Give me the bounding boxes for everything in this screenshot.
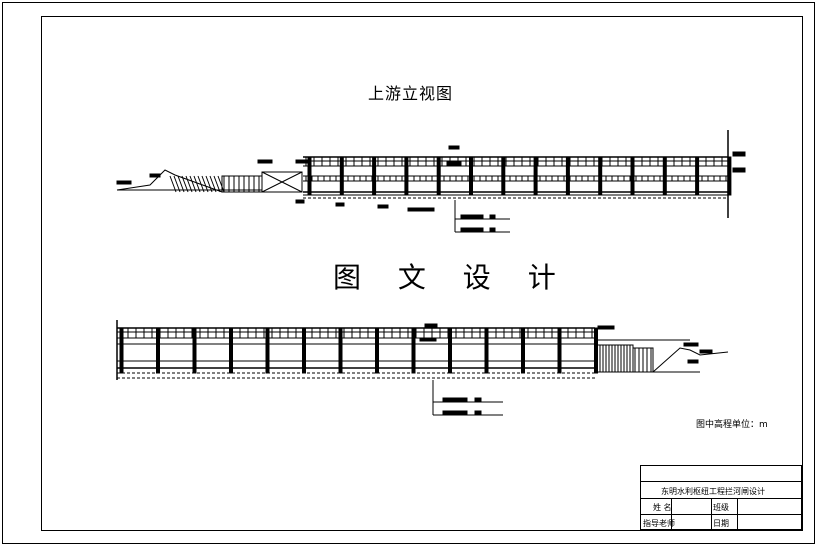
upstream-elevation-title: 上游立视图 bbox=[368, 84, 454, 103]
elevation-marker bbox=[699, 349, 713, 354]
elevation-marker bbox=[116, 180, 132, 185]
elevation-marker bbox=[407, 207, 435, 212]
pier bbox=[484, 327, 489, 374]
title-block-divider bbox=[737, 499, 738, 530]
pier bbox=[119, 327, 124, 374]
pier bbox=[372, 156, 377, 196]
pier bbox=[404, 156, 409, 196]
title-block-blank-row bbox=[641, 466, 801, 482]
pier bbox=[521, 327, 525, 374]
embankment-hatch bbox=[173, 175, 181, 193]
title-block-divider bbox=[671, 499, 672, 530]
note-bar bbox=[442, 397, 468, 402]
note-bar bbox=[460, 214, 484, 219]
pier bbox=[469, 156, 473, 196]
elevation-marker bbox=[257, 159, 273, 164]
pier bbox=[533, 156, 538, 196]
title-block-advisor-row: 指导老师 日期 bbox=[641, 515, 801, 530]
pier bbox=[265, 327, 270, 374]
elevation-marker bbox=[377, 204, 389, 209]
elevation-marker bbox=[687, 359, 699, 364]
elevation-marker bbox=[597, 325, 615, 330]
date-label: 日期 bbox=[713, 519, 729, 528]
embankment-hatch bbox=[177, 175, 185, 193]
elevation-marker bbox=[295, 159, 309, 164]
elevation-marker bbox=[149, 173, 161, 178]
embankment-hatch bbox=[197, 175, 205, 193]
embankment-hatch bbox=[205, 175, 213, 193]
embankment-hatch bbox=[209, 175, 217, 193]
pier bbox=[436, 156, 441, 196]
transition-section bbox=[261, 171, 303, 193]
title-block-name-row: 姓 名 班级 bbox=[641, 499, 801, 515]
downstream-elevation-view bbox=[116, 320, 729, 416]
upstream-elevation-view bbox=[116, 130, 746, 233]
left-embankment-profile bbox=[116, 169, 262, 193]
elevation-marker bbox=[424, 323, 438, 328]
embankment-hatch bbox=[169, 175, 177, 193]
pier bbox=[630, 156, 635, 196]
class-label: 班级 bbox=[713, 503, 729, 512]
note-bar bbox=[474, 397, 482, 402]
transition-diagonal bbox=[261, 171, 303, 193]
right-embankment-profile bbox=[652, 347, 729, 373]
embankment-hatch bbox=[181, 175, 189, 193]
note-bar bbox=[489, 214, 496, 219]
design-heading: 图 文 设 计 bbox=[333, 261, 570, 294]
name-label: 姓 名 bbox=[653, 503, 672, 512]
note-bar bbox=[442, 410, 468, 415]
pier bbox=[192, 327, 197, 374]
pier bbox=[448, 327, 452, 374]
pier bbox=[307, 156, 312, 196]
embankment-hatch bbox=[213, 175, 221, 193]
note-bar bbox=[474, 410, 482, 415]
elevation-marker bbox=[448, 145, 460, 150]
elevation-marker bbox=[683, 342, 699, 347]
elevation-marker bbox=[732, 167, 746, 173]
note-bar bbox=[489, 227, 496, 232]
embankment-hatch bbox=[193, 175, 201, 193]
elevation-marker bbox=[335, 202, 345, 207]
title-block-project-row: 东明水利枢纽工程拦河闸设计 bbox=[641, 482, 801, 499]
embankment-hatch bbox=[201, 175, 209, 193]
pier bbox=[501, 156, 506, 196]
pier bbox=[338, 327, 343, 374]
embankment-hatch bbox=[189, 175, 197, 193]
elevation-marker bbox=[419, 337, 437, 342]
advisor-label: 指导老师 bbox=[643, 519, 675, 528]
title-block: 东明水利枢纽工程拦河闸设计 姓 名 班级 指导老师 日期 bbox=[640, 465, 802, 530]
elevation-marker bbox=[295, 199, 305, 204]
pier bbox=[229, 327, 233, 374]
note-bar bbox=[460, 227, 484, 232]
pier bbox=[411, 327, 416, 374]
elevation-unit-note: 图中高程单位：m bbox=[696, 420, 768, 430]
embankment-hatch bbox=[217, 175, 225, 193]
pier bbox=[156, 327, 160, 374]
pier bbox=[565, 156, 570, 196]
drawing-frame bbox=[41, 16, 803, 531]
elevation-marker bbox=[446, 161, 462, 166]
title-block-divider bbox=[711, 499, 712, 530]
project-name: 东明水利枢纽工程拦河闸设计 bbox=[661, 487, 765, 496]
elevation-marker bbox=[732, 151, 746, 157]
pier bbox=[375, 327, 379, 374]
embankment-hatch bbox=[185, 175, 193, 193]
